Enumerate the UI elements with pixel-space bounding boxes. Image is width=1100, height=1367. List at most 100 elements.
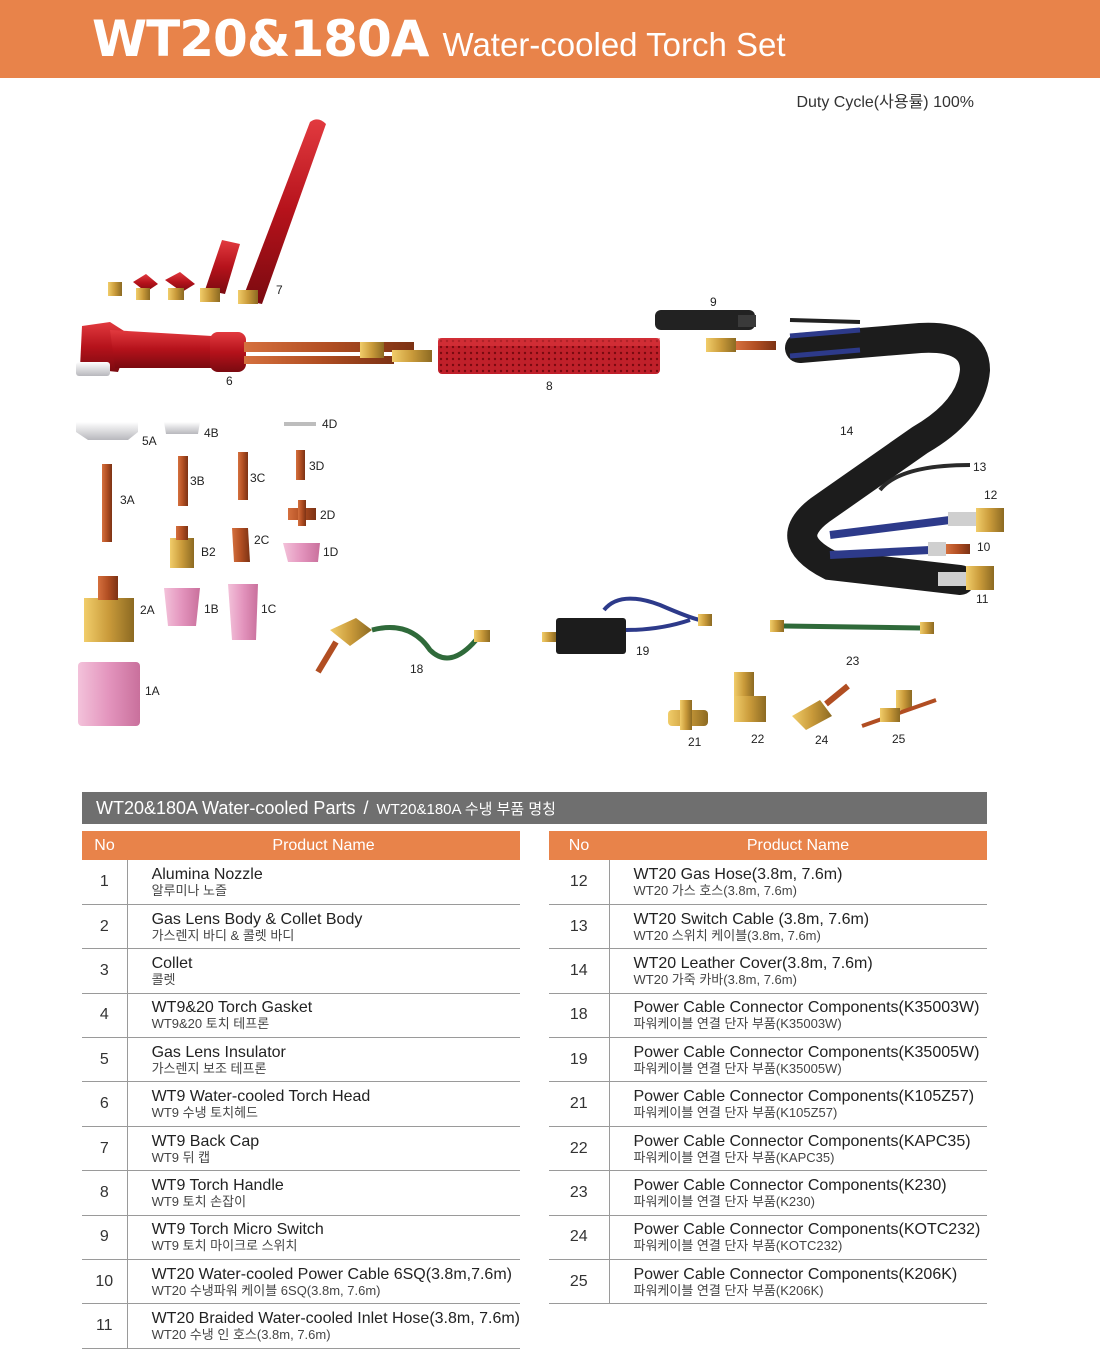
column-header-no: No [549, 831, 609, 860]
product-name-en: WT9&20 Torch Gasket [151, 999, 313, 1017]
part-number-cell: 22 [549, 1126, 610, 1172]
parts-section-title-ko: WT20&180A 수냉 부품 명칭 [376, 800, 556, 818]
product-name-ko: WT20 스위치 케이블(3.8m, 7.6m) [633, 927, 821, 943]
product-name-ko: 파워케이블 연결 단자 부품(K230) [633, 1193, 815, 1209]
svg-text:1C: 1C [261, 602, 277, 616]
product-name-en: Power Cable Connector Components(K206K) [633, 1265, 958, 1283]
svg-text:1A: 1A [145, 684, 160, 698]
part-number-cell: 6 [82, 1081, 128, 1127]
product-name-en: WT20 Switch Cable (3.8m, 7.6m) [633, 910, 870, 928]
svg-text:10: 10 [977, 540, 991, 554]
set-title: Water-cooled Torch Set [442, 26, 786, 63]
product-name-cell: Power Cable Connector Components(KOTC232… [609, 1215, 987, 1261]
svg-text:2A: 2A [140, 603, 155, 617]
parts-section-title-bar: WT20&180A Water-cooled Parts / WT20&180A… [82, 792, 987, 824]
product-name-ko: WT20 수냉파워 케이블 6SQ(3.8m, 7.6m) [151, 1282, 381, 1298]
part-number-cell: 8 [82, 1170, 128, 1216]
svg-text:1B: 1B [204, 602, 219, 616]
product-name-en: Collet [151, 954, 193, 972]
svg-text:7: 7 [276, 283, 283, 297]
table-row: 22 Power Cable Connector Components(KAPC3… [549, 1126, 987, 1172]
svg-text:3C: 3C [250, 471, 266, 485]
svg-text:11: 11 [976, 592, 989, 606]
product-name-en: Gas Lens Insulator [151, 1043, 286, 1061]
table-header-row: No Product Name [549, 831, 987, 860]
part-number-cell: 11 [82, 1303, 128, 1349]
cable-assembly [785, 318, 1004, 595]
product-name-ko: 파워케이블 연결 단자 부품(K206K) [633, 1282, 824, 1298]
product-name-ko: WT20 가스 호스(3.8m, 7.6m) [633, 882, 797, 898]
torch-head-group [76, 322, 432, 376]
product-name-ko: 알루미나 노즐 [151, 882, 227, 898]
part-number-cell: 19 [549, 1037, 610, 1083]
svg-text:5A: 5A [142, 434, 157, 448]
svg-text:2D: 2D [320, 508, 336, 522]
table-row: 18 Power Cable Connector Components(K3500… [549, 993, 987, 1039]
svg-text:3A: 3A [120, 493, 135, 507]
table-header-row: No Product Name [82, 831, 520, 860]
product-name-ko: 파워케이블 연결 단자 부품(KOTC232) [633, 1238, 843, 1254]
part-number-cell: 13 [549, 904, 610, 950]
duty-cycle-text: Duty Cycle(사용률) 100% [796, 94, 974, 111]
product-name-ko: 가스렌지 보조 테프론 [151, 1060, 267, 1076]
product-name-cell: Power Cable Connector Components(K230)파워… [609, 1170, 987, 1216]
product-name-en: Alumina Nozzle [151, 865, 263, 883]
svg-text:9: 9 [710, 295, 717, 309]
svg-text:6: 6 [226, 374, 233, 388]
micro-switch [655, 310, 776, 352]
product-name-en: Power Cable Connector Components(K35003W… [633, 999, 980, 1017]
part-number-cell: 5 [82, 1037, 128, 1083]
svg-text:3B: 3B [190, 474, 205, 488]
column-header-no: No [82, 831, 128, 860]
part-number-cell: 7 [82, 1126, 128, 1172]
product-name-en: Power Cable Connector Components(K105Z57… [633, 1088, 975, 1106]
part-number-cell: 25 [549, 1259, 610, 1305]
product-name-en: Power Cable Connector Components(KAPC35) [633, 1132, 971, 1150]
product-name-en: WT20 Gas Hose(3.8m, 7.6m) [633, 865, 843, 883]
product-name-en: Power Cable Connector Components(K230) [633, 1176, 947, 1194]
product-name-en: Gas Lens Body & Collet Body [151, 910, 363, 928]
exploded-parts-diagram: 7 6 8 9 [0, 110, 1100, 770]
svg-text:14: 14 [840, 424, 854, 438]
product-name-cell: Power Cable Connector Components(K105Z57… [609, 1081, 987, 1127]
nozzles-group [78, 543, 320, 726]
svg-text:22: 22 [751, 732, 765, 746]
product-name-en: WT20 Water-cooled Power Cable 6SQ(3.8m,7… [151, 1265, 512, 1283]
table-row: 25 Power Cable Connector Components(K206K… [549, 1259, 987, 1305]
column-header-product-name: Product Name [609, 831, 987, 860]
product-name-cell: Power Cable Connector Components(K35005W… [609, 1037, 987, 1083]
product-name-en: Power Cable Connector Components(KOTC232… [633, 1221, 981, 1239]
part-number-cell: 3 [82, 948, 128, 994]
part-number-cell: 24 [549, 1215, 610, 1261]
product-name-cell: WT20 Gas Hose(3.8m, 7.6m)WT20 가스 호스(3.8m… [609, 860, 987, 905]
part-number-cell: 9 [82, 1215, 128, 1261]
svg-text:18: 18 [410, 662, 424, 676]
parts-illustration: 7 6 8 9 [76, 119, 1004, 749]
svg-text:2C: 2C [254, 533, 270, 547]
part-number-cell: 18 [549, 993, 610, 1039]
svg-text:21: 21 [688, 735, 702, 749]
product-name-ko: WT9 토치 마이크로 스위치 [151, 1238, 298, 1254]
svg-text:B2: B2 [201, 545, 216, 559]
part-number-cell: 14 [549, 948, 610, 994]
svg-text:19: 19 [636, 644, 650, 658]
product-name-ko: WT20 수냉 인 호스(3.8m, 7.6m) [151, 1327, 331, 1343]
product-name-ko: 파워케이블 연결 단자 부품(K105Z57) [633, 1105, 838, 1121]
product-name-ko: 콜렛 [151, 971, 176, 987]
